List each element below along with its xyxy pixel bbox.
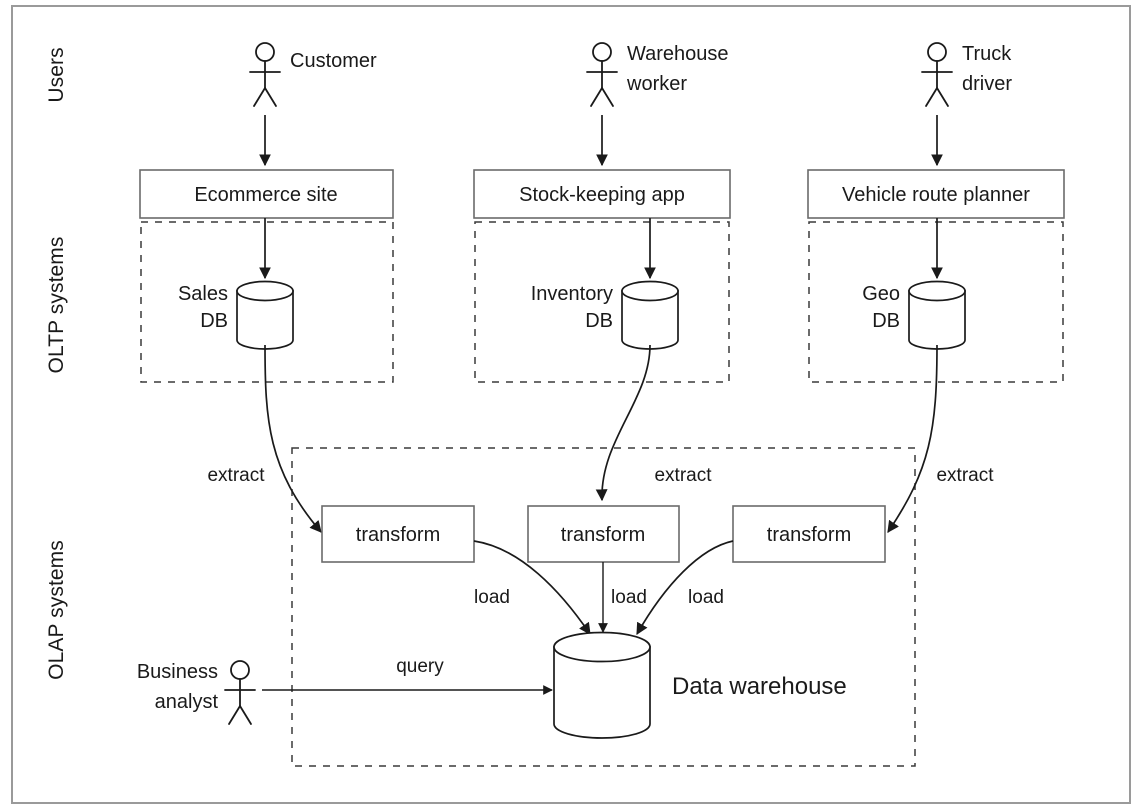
- actor-customer-label: Customer: [290, 50, 377, 72]
- database-inventory-db[interactable]: Inventory DB: [531, 280, 679, 350]
- database-inventory-db-label-line1: Inventory: [531, 283, 613, 305]
- app-box-vehicle-route-planner[interactable]: Vehicle route planner: [807, 169, 1065, 219]
- database-geo-db-label-line1: Geo: [862, 283, 900, 305]
- swimlane-label-users: Users: [45, 47, 68, 102]
- actor-truck-driver: Truck driver: [921, 42, 1012, 107]
- transform-box-1[interactable]: transform: [321, 505, 475, 563]
- database-sales-db[interactable]: Sales DB: [178, 280, 294, 350]
- swimlane-label-olap: OLAP systems: [45, 540, 68, 680]
- olap-group-warehouse: [291, 447, 916, 767]
- diagram-outer-frame: [11, 5, 1131, 804]
- database-sales-db-label-line1: Sales: [178, 283, 228, 305]
- actor-customer: Customer: [249, 42, 377, 107]
- actor-warehouse-worker: Warehouse worker: [586, 42, 729, 107]
- app-box-ecommerce-site[interactable]: Ecommerce site: [139, 169, 394, 219]
- stick-figure-icon: [921, 42, 953, 107]
- transform-box-3[interactable]: transform: [732, 505, 886, 563]
- edge-label-load-2: load: [611, 587, 647, 608]
- edge-load-1: [473, 540, 591, 635]
- edge-extract-geo: [887, 344, 938, 533]
- edge-label-load-3: load: [688, 587, 724, 608]
- database-data-warehouse[interactable]: Data warehouse: [553, 631, 847, 739]
- edge-label-load-1: load: [474, 587, 510, 608]
- edge-label-extract-3: extract: [936, 465, 994, 486]
- edge-label-extract-2: extract: [654, 465, 712, 486]
- oltp-group-geo: [808, 221, 1064, 383]
- edge-extract-inventory: [595, 344, 651, 502]
- app-box-stock-keeping-app[interactable]: Stock-keeping app: [473, 169, 731, 219]
- edge-load-3: [636, 540, 734, 636]
- transform-box-3-label: transform: [767, 524, 851, 546]
- database-sales-db-label-line2: DB: [200, 310, 228, 332]
- actor-business-analyst: Business analyst: [137, 660, 256, 725]
- actor-truck-driver-label-line1: Truck: [962, 43, 1012, 65]
- edge-extract-sales: [264, 344, 322, 533]
- database-inventory-db-label-line2: DB: [585, 310, 613, 332]
- stick-figure-icon: [586, 42, 618, 107]
- actor-warehouse-worker-label-line1: Warehouse: [627, 43, 729, 65]
- transform-box-2-label: transform: [561, 524, 645, 546]
- database-geo-db[interactable]: Geo DB: [862, 280, 966, 350]
- transform-box-1-label: transform: [356, 524, 440, 546]
- oltp-group-inventory: [474, 221, 730, 383]
- data-warehouse-label: Data warehouse: [672, 673, 847, 700]
- stick-figure-icon: [249, 42, 281, 107]
- app-box-vehicle-route-planner-label: Vehicle route planner: [842, 184, 1030, 206]
- edge-label-extract-1: extract: [207, 465, 265, 486]
- database-geo-db-label-line2: DB: [872, 310, 900, 332]
- oltp-group-sales: [140, 221, 394, 383]
- app-box-stock-keeping-app-label: Stock-keeping app: [519, 184, 685, 206]
- stick-figure-icon: [224, 660, 256, 725]
- actor-warehouse-worker-label-line2: worker: [626, 73, 687, 95]
- actor-truck-driver-label-line2: driver: [962, 73, 1012, 95]
- transform-box-2[interactable]: transform: [527, 505, 680, 563]
- actor-business-analyst-label-line2: analyst: [155, 691, 219, 713]
- actor-business-analyst-label-line1: Business: [137, 661, 218, 683]
- app-box-ecommerce-site-label: Ecommerce site: [194, 184, 337, 206]
- swimlane-label-oltp: OLTP systems: [45, 237, 68, 374]
- edge-label-query: query: [396, 656, 444, 677]
